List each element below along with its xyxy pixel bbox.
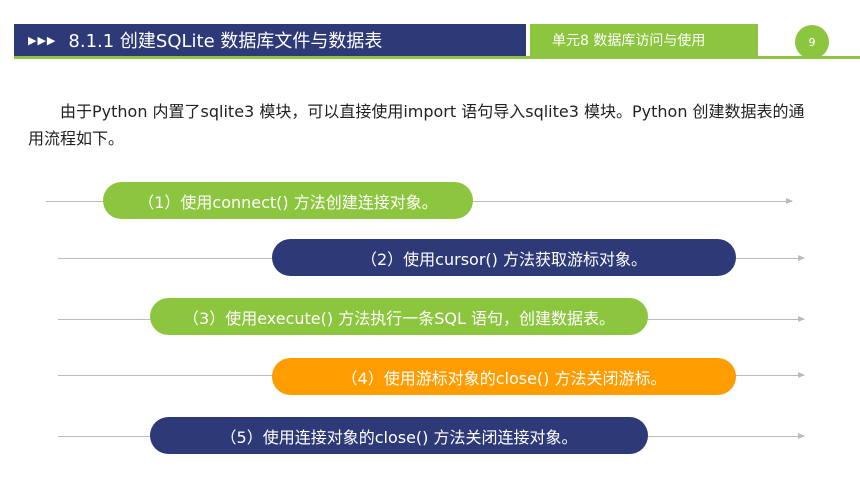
unit-label-bar: 单元8 数据库访问与使用 <box>530 24 758 56</box>
slide-header: ▶▶▶ 8.1.1 创建SQLite 数据库文件与数据表 单元8 数据库访问与使… <box>0 0 860 59</box>
step-2-label: （2）使用cursor() 方法获取游标对象。 <box>361 249 647 269</box>
slide-title: 8.1.1 创建SQLite 数据库文件与数据表 <box>68 31 383 52</box>
triple-arrow-icon: ▶▶▶ <box>28 33 57 47</box>
step-5-pill: （5）使用连接对象的close() 方法关闭连接对象。 <box>150 417 648 454</box>
step-5-label: （5）使用连接对象的close() 方法关闭连接对象。 <box>220 427 578 447</box>
page-number: 9 <box>808 35 816 49</box>
step-3-pill: （3）使用execute() 方法执行一条SQL 语句，创建数据表。 <box>150 298 648 335</box>
step-1-pill: （1）使用connect() 方法创建连接对象。 <box>103 182 473 219</box>
title-bar: ▶▶▶ 8.1.1 创建SQLite 数据库文件与数据表 <box>14 24 526 56</box>
header-divider <box>14 56 860 59</box>
step-1-label: （1）使用connect() 方法创建连接对象。 <box>138 192 438 212</box>
step-3-label: （3）使用execute() 方法执行一条SQL 语句，创建数据表。 <box>183 308 615 328</box>
step-2-pill: （2）使用cursor() 方法获取游标对象。 <box>272 239 736 276</box>
step-4-pill: （4）使用游标对象的close() 方法关闭游标。 <box>272 358 736 395</box>
page-number-badge: 9 <box>795 25 829 59</box>
intro-paragraph: 由于Python 内置了sqlite3 模块，可以直接使用import 语句导入… <box>28 102 805 148</box>
unit-label: 单元8 数据库访问与使用 <box>552 33 706 49</box>
step-4-label: （4）使用游标对象的close() 方法关闭游标。 <box>341 368 667 388</box>
